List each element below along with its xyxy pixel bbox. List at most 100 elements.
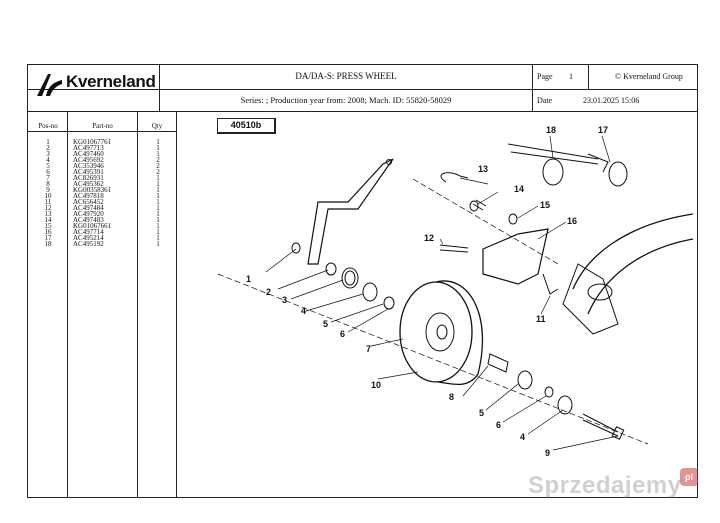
callout-label: 4 [301, 306, 306, 316]
table-cell-qty: 1 [156, 204, 160, 212]
part-washer [544, 386, 554, 398]
part-cylinder [507, 143, 599, 165]
table-cell-part: AC497484 [73, 204, 104, 212]
table-cell-qty: 1 [156, 222, 160, 230]
callout-label: 16 [567, 216, 577, 226]
header-page-divider [588, 64, 589, 90]
table-cell-part: KG01067761 [73, 138, 112, 146]
part-lever [542, 273, 559, 295]
header-divider [27, 89, 698, 90]
table-cell-qty: 2 [156, 162, 160, 170]
table-cell-pos: 15 [44, 222, 52, 230]
table-cell-qty: 1 [156, 174, 160, 182]
part-ring [341, 267, 359, 289]
table-cell-part: AC497920 [73, 210, 104, 218]
table-cell-part: AC495391 [73, 168, 104, 176]
table-cell-pos: 11 [44, 198, 52, 206]
table-cell-part: AC495214 [73, 234, 104, 242]
table-col-divider [137, 111, 138, 498]
table-cell-part: AC497713 [73, 144, 104, 152]
column-header-part: Part-no [92, 122, 113, 130]
part-bushing [325, 262, 337, 276]
frame-tube [587, 238, 694, 315]
part-shaft [487, 353, 509, 373]
axle-centerline [217, 273, 649, 445]
part-press-wheel [399, 281, 473, 383]
part-circlip [362, 282, 378, 302]
header-logo-divider [159, 64, 160, 112]
frame-hub [587, 283, 613, 301]
callout-label: 3 [282, 295, 287, 305]
header-meta-divider [532, 64, 533, 112]
table-cell-qty: 1 [156, 180, 160, 188]
part-washer [383, 296, 395, 310]
table-cell-part: AC495362 [73, 180, 104, 188]
callout-label: 2 [266, 287, 271, 297]
exploded-parts-drawing: 18 17 13 14 15 16 12 11 1 2 3 4 5 6 7 10… [217, 125, 694, 458]
table-cell-qty: 1 [156, 228, 160, 236]
frame-bracket [562, 263, 619, 335]
date-value: 23.01.2025 15:06 [583, 96, 640, 105]
table-right-edge [176, 111, 177, 498]
table-cell-pos: 3 [46, 150, 50, 158]
callout-label: 1 [246, 274, 251, 284]
table-cell-pos: 2 [46, 144, 50, 152]
part-bolt [582, 413, 619, 437]
table-cell-part: AC826931 [73, 174, 104, 182]
table-cell-pos: 5 [46, 162, 50, 170]
table-cell-part: AC497460 [73, 150, 104, 158]
callout-label: 6 [340, 329, 345, 339]
table-cell-qty: 1 [156, 210, 160, 218]
table-cell-qty: 1 [156, 234, 160, 242]
part-bolt [439, 244, 469, 253]
callout-label: 9 [545, 448, 550, 458]
watermark-badge: pl [680, 468, 698, 486]
table-cell-part: AC497483 [73, 216, 104, 224]
callout-label: 17 [598, 125, 608, 135]
watermark-text: Sprzedajemy [528, 472, 682, 499]
series-line: Series: ; Production year from: 2008; Ma… [240, 95, 452, 105]
callout-label: 14 [514, 184, 524, 194]
part-small-wheel [542, 158, 564, 186]
table-cell-pos: 4 [46, 156, 50, 164]
table-cell-part: KG01067661 [73, 222, 112, 230]
table-cell-qty: 2 [156, 168, 160, 176]
callout-label: 6 [496, 420, 501, 430]
part-clip [440, 172, 469, 183]
copyright: © Kverneland Group [615, 72, 683, 81]
part-washer [291, 242, 301, 254]
table-cell-pos: 12 [44, 204, 52, 212]
table-cell-pos: 14 [44, 216, 52, 224]
table-cell-pos: 9 [46, 186, 50, 194]
table-cell-part: AC497714 [73, 228, 104, 236]
table-cell-pos: 10 [44, 192, 52, 200]
table-cell-qty: 1 [156, 192, 160, 200]
page-label: Page [537, 72, 553, 81]
table-cell-part: AC656452 [73, 198, 104, 206]
kverneland-logo-icon [37, 74, 62, 96]
column-header-qty: Qty [151, 122, 163, 130]
table-cell-pos: 17 [44, 234, 52, 242]
callout-label: 4 [520, 432, 525, 442]
table-header-line [27, 131, 176, 132]
callout-label: 8 [449, 392, 454, 402]
part-ring [557, 395, 573, 415]
table-cell-part: AC497818 [73, 192, 104, 200]
table-cell-part: KG00358361 [73, 186, 112, 194]
date-label: Date [537, 96, 553, 105]
table-cell-qty: 1 [156, 144, 160, 152]
table-cell-qty: 2 [156, 156, 160, 164]
frame-tube [572, 213, 694, 290]
part-circlip [517, 370, 533, 390]
parts-sheet [27, 64, 698, 498]
column-header-pos: Pos-no [38, 122, 58, 130]
part-arm [307, 158, 394, 265]
table-cell-qty: 1 [156, 186, 160, 194]
table-cell-qty: 1 [156, 216, 160, 224]
callout-label: 11 [536, 314, 546, 324]
brand-logo-text: Kverneland [66, 72, 156, 91]
table-cell-qty: 1 [156, 198, 160, 206]
table-cell-qty: 1 [156, 138, 160, 146]
table-cell-pos: 7 [46, 174, 50, 182]
table-cell-pos: 8 [46, 180, 50, 188]
